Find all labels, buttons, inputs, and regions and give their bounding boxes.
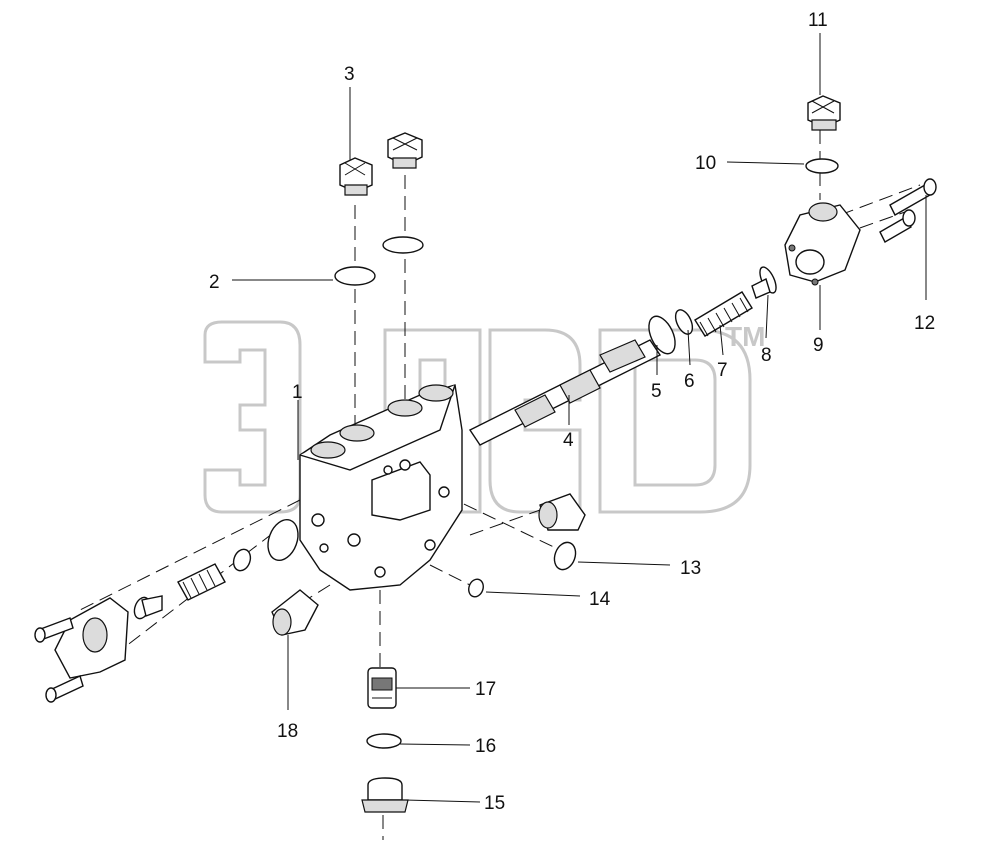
watermark: TM: [203, 320, 765, 514]
o-ring-13: [553, 541, 577, 571]
valve-body: [299, 384, 463, 591]
callout-5: 5: [651, 381, 662, 402]
callout-16: 16: [475, 736, 496, 757]
spring-left: [177, 563, 226, 601]
callout-3: 3: [344, 64, 355, 85]
o-ring-14: [468, 578, 484, 598]
plug-18: [271, 589, 319, 636]
o-ring-left: [267, 518, 299, 562]
callout-12: 12: [914, 313, 935, 334]
callout-13: 13: [680, 558, 701, 579]
cap-13: [538, 493, 586, 531]
washer-left: [232, 548, 252, 572]
callout-9: 9: [813, 335, 824, 356]
end-cap-9: [784, 202, 861, 286]
seal-5: [648, 315, 676, 355]
spring-7: [694, 291, 753, 337]
callout-4: 4: [563, 430, 574, 451]
plug-15: [361, 777, 409, 813]
callout-15: 15: [484, 793, 505, 814]
leader-lines: [232, 33, 927, 803]
plug-3: [339, 157, 373, 196]
spool: [468, 339, 662, 446]
valve-17: [367, 667, 397, 709]
callouts: 1 2 3 4 5 6 7 8 9 10 11 12 13 14 15 16 1…: [209, 10, 935, 814]
bolt-12: [879, 178, 937, 243]
washer-6: [674, 309, 694, 335]
spring-seat-8: [751, 266, 777, 299]
callout-11: 11: [808, 10, 828, 31]
plug-11: [807, 95, 841, 131]
callout-14: 14: [589, 589, 611, 610]
bolt-left: [34, 617, 84, 703]
o-ring-2b: [382, 236, 424, 254]
callout-7: 7: [717, 360, 728, 381]
callout-6: 6: [684, 371, 695, 392]
o-ring-10: [805, 158, 839, 174]
callout-10: 10: [695, 153, 716, 174]
callout-17: 17: [475, 679, 496, 700]
callout-2: 2: [209, 272, 220, 293]
plug-3b: [387, 132, 423, 169]
callout-8: 8: [761, 345, 772, 366]
callout-18: 18: [277, 721, 298, 742]
callout-1: 1: [292, 382, 303, 403]
o-ring-16: [366, 733, 402, 749]
spring-seat-left: [133, 595, 163, 620]
end-cap-left: [54, 597, 129, 679]
o-ring-2: [334, 266, 376, 286]
watermark-mark: TM: [725, 321, 765, 352]
